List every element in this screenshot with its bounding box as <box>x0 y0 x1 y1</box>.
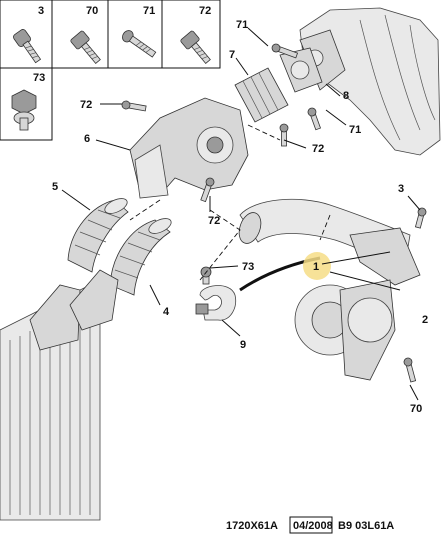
hose-7 <box>234 67 289 123</box>
bolt-72-upper-icon <box>121 100 147 112</box>
footer-code: 1720X61A <box>226 520 278 532</box>
callout-6: 6 <box>84 133 90 145</box>
callout-70: 70 <box>410 403 422 415</box>
intake-manifold <box>299 7 441 156</box>
callout-8: 8 <box>343 90 349 102</box>
footer-date: 04/2008 <box>293 520 333 532</box>
bolt-71-upper-icon <box>271 43 299 59</box>
callout-71-right: 71 <box>349 124 361 136</box>
alignment-lines <box>129 124 331 281</box>
callout-2: 2 <box>422 314 428 326</box>
bolt-73-small-icon <box>200 266 212 285</box>
callout-9: 9 <box>240 339 246 351</box>
clamp-9 <box>195 285 237 321</box>
callout-3: 3 <box>398 183 404 195</box>
callout-72-right: 72 <box>312 143 324 155</box>
callout-4: 4 <box>163 306 170 318</box>
throttle-body-6 <box>129 97 249 199</box>
intercooler <box>0 269 119 521</box>
bolt-72-right-icon <box>279 123 289 147</box>
box-label-73: 73 <box>33 72 45 84</box>
turbocharger <box>294 279 396 381</box>
highlight-marker <box>303 252 331 280</box>
hose-5 <box>67 198 129 273</box>
fastener-reference-box: 3 70 71 72 73 <box>0 0 221 141</box>
bolt-70-icon <box>70 30 101 64</box>
bolt-71-lower-icon <box>307 107 322 131</box>
callout-72-top: 72 <box>80 99 92 111</box>
callout-1: 1 <box>313 261 319 273</box>
bolt-72-lower-icon <box>200 177 215 203</box>
box-label-3: 3 <box>38 5 44 17</box>
bolt-73-icon <box>11 89 37 131</box>
callout-7: 7 <box>229 49 235 61</box>
bolt-70-small-icon <box>403 357 417 383</box>
box-label-71: 71 <box>143 5 155 17</box>
stud-71-icon <box>122 30 157 58</box>
footer-reference: 1720X61A 04/2008 B9 03L61A <box>226 516 394 534</box>
callout-71-top: 71 <box>236 19 248 31</box>
footer-ref: B9 03L61A <box>338 520 394 532</box>
box-label-70: 70 <box>86 5 98 17</box>
box-label-72: 72 <box>199 5 211 17</box>
bolt-72-icon <box>180 30 211 64</box>
callout-72-lower: 72 <box>208 215 220 227</box>
screw-3-icon <box>13 29 42 64</box>
flange-8 <box>279 47 323 93</box>
callout-5: 5 <box>52 181 58 193</box>
bolt-3-small-icon <box>414 207 427 229</box>
callouts: 71 7 8 71 72 6 72 72 5 4 73 9 3 1 2 70 <box>52 19 428 415</box>
callout-73: 73 <box>242 261 254 273</box>
hose-4 <box>109 218 172 296</box>
leader-lines <box>61 27 421 401</box>
